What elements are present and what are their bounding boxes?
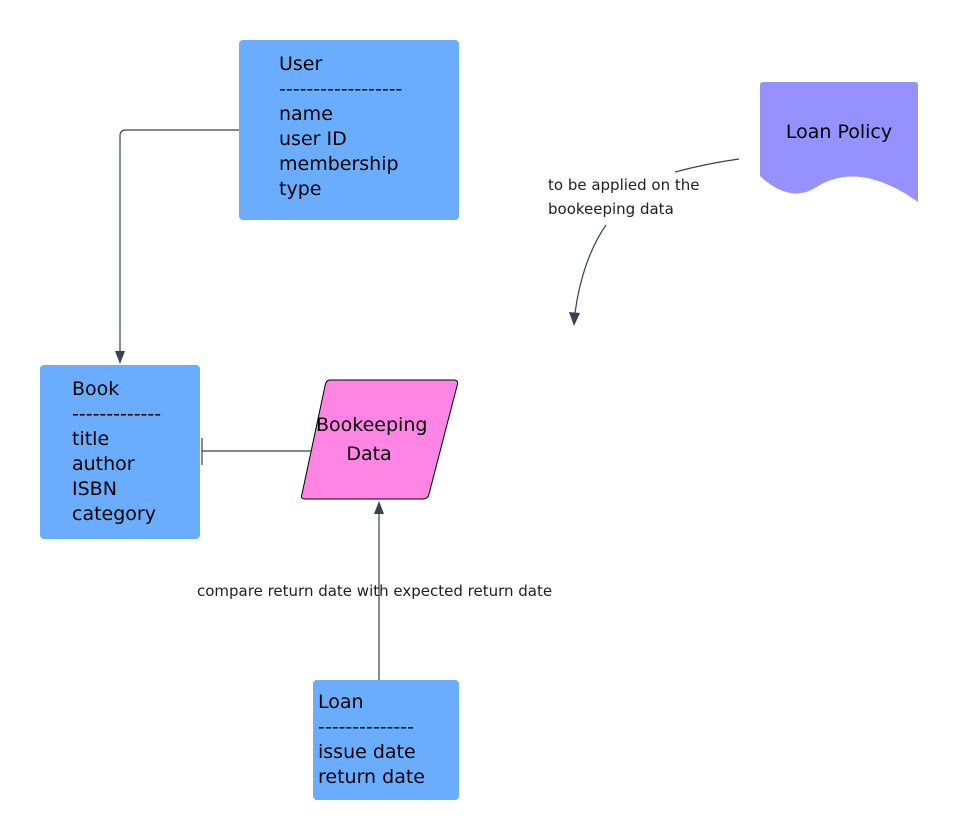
loan-separator: -------------- (318, 716, 414, 738)
user-to-book-arrowhead (115, 351, 125, 364)
user-attr-name: name (279, 103, 333, 125)
book-attr-author: author (72, 453, 135, 475)
compare-edge-label: compare return date with expected return… (197, 582, 553, 600)
book-attr-isbn: ISBN (72, 478, 117, 500)
loan-to-bookkeeping-arrowhead (374, 501, 384, 514)
user-separator: ------------------ (279, 78, 403, 100)
book-entity[interactable]: Book ------------- title author ISBN cat… (40, 365, 200, 539)
book-title: Book (72, 378, 120, 400)
user-attr-type: type (279, 178, 322, 200)
policy-connector-arrowhead (569, 312, 580, 326)
policy-connector[interactable] (674, 158, 740, 173)
user-entity[interactable]: User ------------------ name user ID mem… (239, 40, 459, 220)
policy-edge-label-line1: to be applied on the (548, 176, 700, 194)
loan-attr-issue-date: issue date (318, 741, 416, 763)
book-attr-title: title (72, 428, 110, 450)
user-attr-user-id: user ID (279, 128, 347, 150)
user-title: User (279, 53, 323, 75)
book-attr-category: category (72, 503, 156, 525)
policy-connector-lower[interactable] (574, 224, 607, 314)
loan-policy-label: Loan Policy (785, 121, 893, 143)
policy-edge-label-line2: bookeeping data (548, 200, 674, 218)
bookkeeping-label-line2: Data (346, 443, 392, 465)
loan-policy-shape[interactable] (760, 82, 918, 202)
user-to-book-connector[interactable] (119, 129, 239, 352)
book-separator: ------------- (72, 403, 162, 425)
bookkeeping-label-line1: Bookeeping (316, 414, 428, 436)
bookkeeping-data-shape[interactable] (300, 379, 459, 500)
loan-entity[interactable]: Loan -------------- issue date return da… (313, 680, 459, 800)
policy-edge-label: to be applied on the bookeeping data (548, 173, 700, 221)
user-attr-membership: membership (279, 153, 399, 175)
loan-attr-return-date: return date (318, 766, 425, 788)
loan-title: Loan (318, 691, 364, 713)
bookkeeping-data-label: Bookeeping Data (316, 411, 428, 469)
